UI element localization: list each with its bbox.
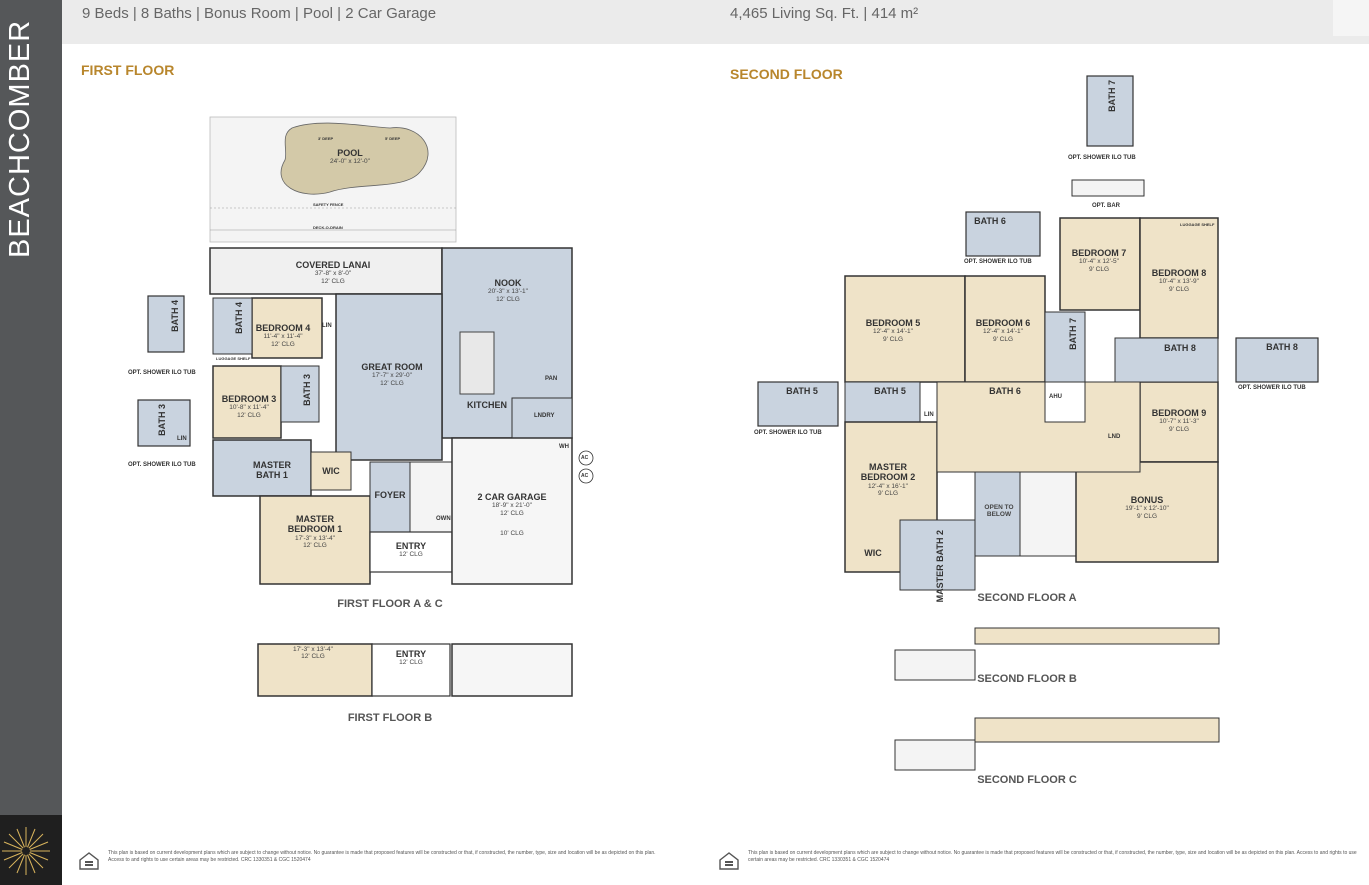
opt-shower-bath-8: OPT. SHOWER ILO TUB	[1238, 385, 1306, 391]
room-kitchen: KITCHEN	[467, 400, 507, 410]
equal-housing-icon-2	[718, 850, 740, 872]
living-area: 4,465 Living Sq. Ft. | 414 m²	[730, 5, 919, 22]
first-floor-title: FIRST FLOOR	[81, 62, 175, 78]
room-master-bath-2: MASTER BATH 2	[934, 530, 945, 603]
air-handler: AHU	[1049, 394, 1062, 400]
room-bath-8: BATH 8	[1164, 343, 1196, 353]
sunburst-logo-icon	[0, 815, 62, 885]
ac-unit-1: AC	[581, 455, 589, 461]
caption-second-floor-a: SECOND FLOOR A	[977, 592, 1077, 604]
room-bath-6: BATH 6	[989, 386, 1021, 396]
ac-unit-2: AC	[581, 473, 589, 479]
opt-bath-7-label: BATH 7	[1106, 80, 1117, 112]
room-master-bath-1: MASTER BATH 1	[253, 460, 291, 481]
open-to-below: OPEN TO BELOW	[984, 504, 1014, 519]
opt-bar: OPT. BAR	[1092, 203, 1121, 209]
room-wic-2: WIC	[864, 548, 882, 558]
water-heater: WH	[559, 444, 569, 450]
sidebar: BEACHCOMBER	[0, 0, 62, 885]
opt-bath-4-label: BATH 4	[169, 300, 180, 332]
room-bath-4: BATH 4	[233, 302, 244, 334]
disclaimer-right: This plan is based on current developmen…	[748, 850, 1357, 863]
home-specs: 9 Beds | 8 Baths | Bonus Room | Pool | 2…	[82, 5, 437, 22]
caption-first-floor-b: FIRST FLOOR B	[347, 712, 433, 724]
opt-shower-bath-4: OPT. SHOWER ILO TUB	[128, 370, 196, 376]
room-foyer: FOYER	[374, 490, 406, 500]
caption-first-floor-ac: FIRST FLOOR A & C	[337, 598, 443, 610]
room-laundry: LNDRY	[534, 413, 555, 419]
room-bath-5: BATH 5	[874, 386, 906, 396]
opt-bath-8-label: BATH 8	[1266, 342, 1298, 352]
opt-bath-6-label: BATH 6	[974, 216, 1006, 226]
header-bar: 9 Beds | 8 Baths | Bonus Room | Pool | 2…	[62, 0, 1369, 44]
room-wic: WIC	[322, 466, 340, 476]
disclaimer-left: This plan is based on current developmen…	[108, 850, 656, 863]
b-master-bedroom: 17'-3" x 13'-4"12' CLG	[293, 646, 333, 661]
opt-shower-bath-6: OPT. SHOWER ILO TUB	[964, 259, 1032, 265]
garage-ceiling: 10' CLG	[500, 530, 524, 537]
safety-fence: SAFETY FENCE	[313, 202, 344, 207]
room-pantry: PAN	[545, 376, 558, 382]
luggage-shelf-2: LUGGAGE SHELF	[1180, 222, 1215, 227]
pool-depth-a: 3' DEEP	[318, 136, 334, 141]
opt-shower-bath-3: OPT. SHOWER ILO TUB	[128, 462, 196, 468]
equal-housing-icon	[78, 850, 100, 872]
deck-o-drain: DECK-O-DRAIN	[313, 225, 343, 230]
room-linen-2: LIN	[924, 412, 934, 418]
pool-depth-b: 5' DEEP	[385, 136, 401, 141]
opt-bath-3-label: BATH 3	[156, 404, 167, 436]
second-floor-title: SECOND FLOOR	[730, 66, 843, 82]
room-linen-1: LIN	[322, 323, 332, 329]
caption-second-floor-b: SECOND FLOOR B	[977, 673, 1077, 685]
room-bath-7: BATH 7	[1067, 318, 1078, 350]
room-owners-closet: OWN	[436, 516, 451, 522]
opt-bath-3-linen: LIN	[177, 436, 187, 442]
room-bath-3: BATH 3	[301, 374, 312, 406]
opt-shower-bath-7: OPT. SHOWER ILO TUB	[1068, 155, 1136, 161]
opt-bath-5-label: BATH 5	[786, 386, 818, 396]
luggage-shelf-1: LUGGAGE SHELF	[216, 356, 251, 361]
opt-shower-bath-5: OPT. SHOWER ILO TUB	[754, 430, 822, 436]
brand-corner-logo-icon	[1333, 0, 1369, 36]
caption-second-floor-c: SECOND FLOOR C	[977, 774, 1077, 786]
room-laundry-2: LND	[1108, 434, 1121, 440]
